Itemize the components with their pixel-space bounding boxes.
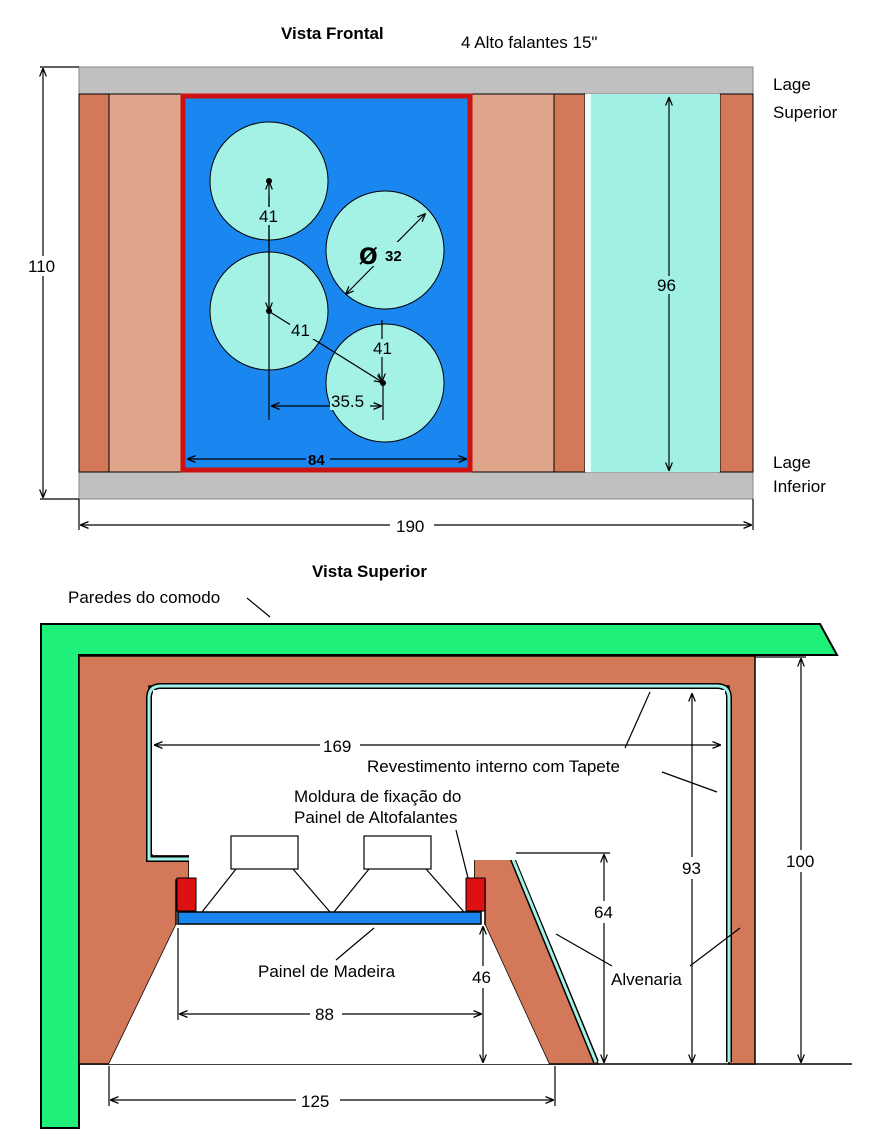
dim-opening-width: 125	[301, 1092, 329, 1111]
right-brick-wall	[719, 93, 754, 473]
label-frame-1: Moldura de fixação do	[294, 787, 461, 806]
label-upper-slab-1: Lage	[773, 75, 811, 94]
upper-slab	[78, 66, 754, 95]
center-brick-wall	[553, 93, 586, 473]
dim-spacing-3: 41	[373, 339, 392, 358]
front-view-subtitle: 4 Alto falantes 15"	[461, 33, 597, 52]
wooden-panel	[177, 911, 482, 925]
dim-panel-width: 84	[308, 452, 325, 469]
top-view-title: Vista Superior	[312, 562, 427, 581]
speaker-magnet-right	[363, 835, 432, 870]
dim-panel-width-top: 88	[315, 1005, 334, 1024]
dim-inner-depth: 93	[682, 859, 701, 878]
front-view-title: Vista Frontal	[281, 24, 384, 43]
dim-horizontal-offset: 35.5	[331, 392, 364, 411]
dim-panel-depth: 46	[472, 968, 491, 987]
dim-inner-width: 169	[323, 737, 351, 756]
label-lower-slab-1: Lage	[773, 453, 811, 472]
lower-slab	[78, 471, 754, 500]
label-lower-slab-2: Inferior	[773, 477, 826, 496]
dim-height: 110	[28, 257, 55, 276]
dim-width: 190	[396, 517, 424, 536]
dim-port-depth: 64	[594, 903, 613, 922]
label-wooden-panel: Painel de Madeira	[258, 962, 396, 981]
top-view: Vista Superior Paredes do comodo	[40, 562, 852, 1129]
dim-diameter: 32	[385, 248, 402, 265]
dim-spacing-1: 41	[259, 207, 278, 226]
dim-spacing-2: 41	[291, 321, 310, 340]
label-masonry: Alvenaria	[611, 970, 682, 989]
label-lining: Revestimento interno com Tapete	[367, 757, 620, 776]
label-frame-2: Painel de Altofalantes	[294, 808, 458, 827]
label-upper-slab-2: Superior	[773, 103, 838, 122]
left-light-wall	[108, 93, 183, 473]
left-brick-wall	[78, 93, 110, 473]
dim-port-height: 96	[657, 276, 676, 295]
room-walls	[40, 623, 839, 1129]
label-room-walls: Paredes do comodo	[68, 588, 220, 607]
speaker-cone-left	[201, 868, 331, 913]
frame-block-right	[465, 877, 486, 912]
front-view: Vista Frontal 4 Alto falantes 15"	[27, 24, 838, 536]
speaker-magnet-left	[230, 835, 299, 870]
center-light-wall	[471, 93, 555, 473]
diameter-symbol: Ø	[359, 245, 378, 270]
frame-block-left	[176, 877, 197, 912]
speaker-cone-right	[333, 868, 465, 913]
port-opening	[585, 94, 720, 472]
dim-outer-depth: 100	[786, 852, 814, 871]
